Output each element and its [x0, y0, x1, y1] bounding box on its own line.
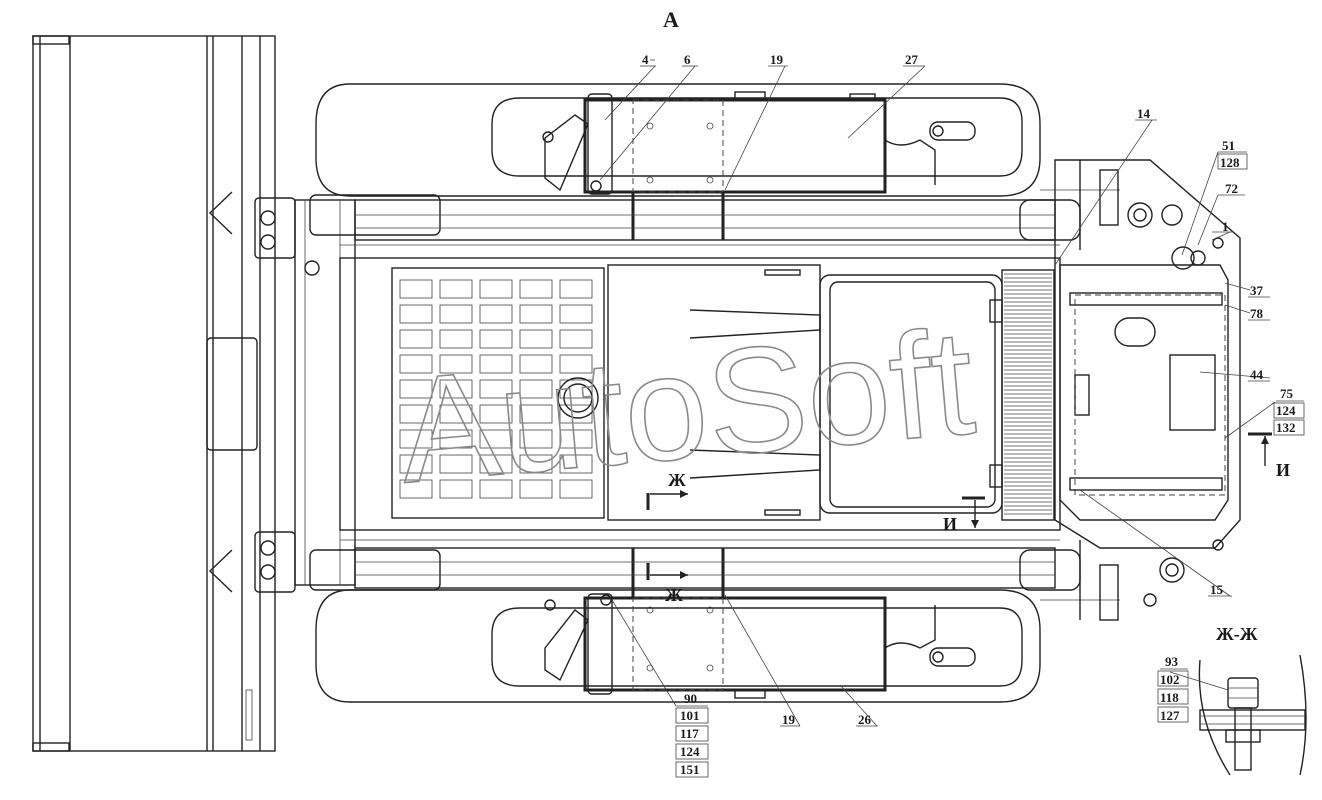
- radiator-grille: [391, 267, 605, 519]
- callout-132: 132: [1276, 420, 1296, 435]
- callout-75: 75: [1280, 386, 1294, 401]
- callout-1: 1: [1222, 219, 1229, 234]
- callout-6: 6: [684, 52, 691, 67]
- callout-37: 37: [1250, 283, 1264, 298]
- radiator-fins: [1001, 269, 1090, 521]
- callout-151: 151: [680, 762, 700, 777]
- callout-26: 26: [858, 712, 872, 727]
- callout-44: 44: [1250, 367, 1264, 382]
- callout-72: 72: [1225, 181, 1238, 196]
- callout-93: 93: [1165, 654, 1179, 669]
- callout-124-right: 124: [1276, 403, 1296, 418]
- callout-101: 101: [680, 708, 700, 723]
- lower-track: [315, 548, 1041, 703]
- callout-117: 117: [680, 726, 699, 741]
- callout-4: 4: [642, 52, 649, 67]
- counterweight: [1040, 159, 1241, 621]
- section-zh-title: Ж-Ж: [1216, 624, 1258, 644]
- callout-102: 102: [1160, 672, 1180, 687]
- callout-27: 27: [905, 52, 919, 67]
- callout-19-top: 19: [770, 52, 784, 67]
- callout-15: 15: [1210, 582, 1224, 597]
- leader-lines: [599, 59, 1276, 727]
- callout-78: 78: [1250, 306, 1264, 321]
- section-mark-i-left: И: [943, 514, 957, 534]
- callout-19-bottom: 19: [782, 712, 796, 727]
- section-mark-zh-top: Ж: [668, 470, 686, 490]
- callout-118: 118: [1160, 690, 1179, 705]
- callout-128: 128: [1220, 155, 1240, 170]
- section-marks: [646, 432, 1272, 580]
- callout-127: 127: [1160, 708, 1180, 723]
- section-mark-i-right: И: [1276, 460, 1290, 480]
- callout-51: 51: [1222, 138, 1235, 153]
- callout-labels: 4 6 19 27 14 51 128 72 1 37 78 44 75 124…: [640, 52, 1305, 778]
- dozer-blade: [32, 35, 276, 752]
- callout-124-bottom: 124: [680, 744, 700, 759]
- callout-90: 90: [684, 691, 697, 706]
- upper-track: [315, 83, 1041, 240]
- section-mark-zh-bottom: Ж: [665, 585, 683, 605]
- section-zh-detail: [1169, 654, 1307, 776]
- view-label: А: [663, 7, 679, 32]
- callout-14: 14: [1137, 106, 1151, 121]
